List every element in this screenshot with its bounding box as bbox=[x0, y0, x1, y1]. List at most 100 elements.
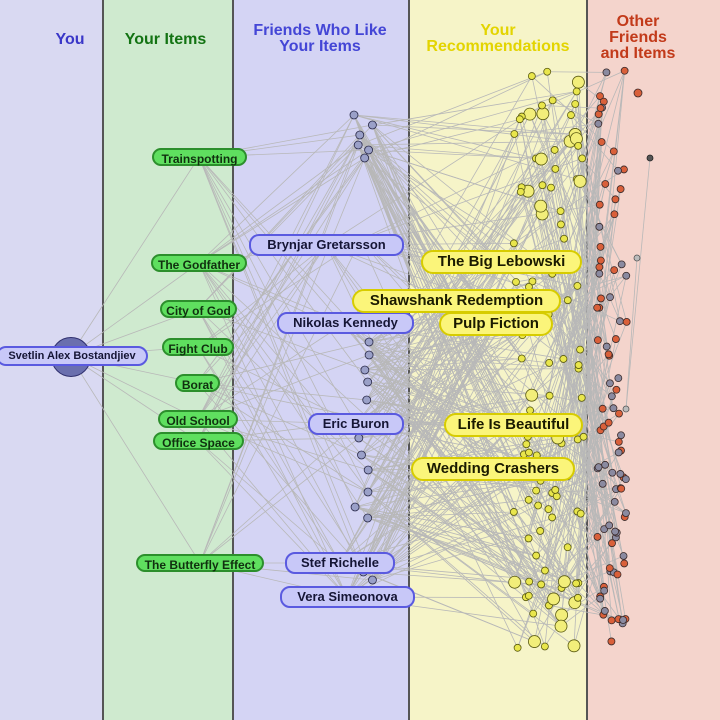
other-node-dot[interactable] bbox=[608, 539, 616, 548]
recommendation-dot[interactable] bbox=[543, 67, 552, 76]
recommendation-dot[interactable] bbox=[560, 234, 568, 243]
friend-avatar-node[interactable] bbox=[349, 110, 359, 120]
friend-avatar-node[interactable] bbox=[350, 502, 360, 512]
recommendation-dot[interactable] bbox=[516, 187, 525, 196]
other-node-dot[interactable] bbox=[617, 260, 626, 269]
friend-avatar-node[interactable] bbox=[363, 377, 373, 387]
other-node-dot[interactable] bbox=[596, 92, 604, 100]
recommendation-dot[interactable] bbox=[540, 642, 549, 651]
recommendation-node[interactable]: Pulp Fiction bbox=[439, 312, 553, 336]
friend-avatar-node[interactable] bbox=[364, 337, 374, 347]
recommendation-dot[interactable] bbox=[550, 146, 559, 154]
friend-avatar-node[interactable] bbox=[364, 350, 374, 360]
recommendation-dot[interactable] bbox=[534, 501, 542, 510]
recommendation-dot[interactable] bbox=[508, 575, 522, 589]
other-node-dot[interactable] bbox=[593, 303, 602, 312]
other-node-dot[interactable] bbox=[617, 431, 625, 440]
recommendation-dot[interactable] bbox=[537, 580, 546, 589]
other-node-dot[interactable] bbox=[606, 293, 614, 302]
other-node-dot[interactable] bbox=[620, 66, 629, 75]
recommendation-dot[interactable] bbox=[551, 165, 560, 173]
other-node-dot[interactable] bbox=[615, 409, 623, 418]
recommendation-dot[interactable] bbox=[573, 174, 587, 188]
other-node-dot[interactable] bbox=[614, 437, 623, 446]
other-node-dot[interactable] bbox=[595, 263, 604, 271]
other-node-dot[interactable] bbox=[607, 392, 616, 401]
other-node-dot[interactable] bbox=[622, 509, 630, 518]
recommendation-dot[interactable] bbox=[551, 486, 560, 494]
recommendation-dot[interactable] bbox=[532, 551, 541, 560]
friend-node[interactable]: Nikolas Kennedy bbox=[277, 312, 414, 334]
other-node-dot[interactable] bbox=[596, 243, 605, 251]
recommendation-dot[interactable] bbox=[534, 199, 548, 213]
other-node-dot[interactable] bbox=[601, 460, 610, 469]
recommendation-dot[interactable] bbox=[524, 534, 533, 543]
other-node-dot[interactable] bbox=[595, 269, 604, 278]
friend-avatar-node[interactable] bbox=[360, 153, 370, 163]
recommendation-dot[interactable] bbox=[524, 591, 533, 600]
item-node[interactable]: Trainspotting bbox=[152, 148, 247, 166]
recommendation-dot[interactable] bbox=[574, 361, 583, 369]
other-node-dot[interactable] bbox=[616, 185, 625, 193]
recommendation-dot[interactable] bbox=[578, 154, 587, 163]
friend-avatar-node[interactable] bbox=[355, 130, 365, 140]
recommendation-dot[interactable] bbox=[538, 181, 547, 190]
item-node[interactable]: Office Space bbox=[153, 432, 244, 450]
recommendation-dot[interactable] bbox=[563, 296, 572, 305]
recommendation-dot[interactable] bbox=[532, 486, 541, 495]
friend-avatar-node[interactable] bbox=[364, 145, 373, 155]
other-node-dot[interactable] bbox=[594, 463, 603, 472]
other-node-dot[interactable] bbox=[622, 317, 631, 326]
friend-node[interactable]: Eric Buron bbox=[308, 413, 404, 435]
recommendation-dot[interactable] bbox=[525, 388, 539, 402]
friend-avatar-node[interactable] bbox=[357, 450, 366, 460]
recommendation-dot[interactable] bbox=[528, 635, 541, 648]
recommendation-dot[interactable] bbox=[559, 355, 568, 363]
other-node-dot[interactable] bbox=[614, 166, 622, 175]
other-node-dot[interactable] bbox=[614, 448, 623, 457]
item-node[interactable]: City of God bbox=[160, 300, 237, 318]
recommendation-dot[interactable] bbox=[524, 495, 533, 504]
recommendation-dot[interactable] bbox=[529, 609, 538, 618]
recommendation-dot[interactable] bbox=[512, 278, 520, 286]
recommendation-dot[interactable] bbox=[573, 282, 582, 290]
other-node-dot[interactable] bbox=[622, 405, 630, 413]
recommendation-dot[interactable] bbox=[552, 492, 561, 501]
recommendation-dot[interactable] bbox=[548, 513, 557, 522]
other-node-dot[interactable] bbox=[600, 586, 609, 595]
other-node-dot[interactable] bbox=[620, 559, 629, 568]
other-node-dot[interactable] bbox=[606, 379, 614, 388]
friend-node[interactable]: Vera Simeonova bbox=[280, 586, 415, 608]
recommendation-dot[interactable] bbox=[579, 432, 588, 441]
recommendation-dot[interactable] bbox=[554, 619, 568, 633]
other-node-dot[interactable] bbox=[609, 147, 618, 156]
friend-avatar-node[interactable] bbox=[368, 120, 377, 130]
friend-avatar-node[interactable] bbox=[363, 487, 373, 497]
recommendation-node[interactable]: The Big Lebowski bbox=[421, 250, 582, 274]
friend-avatar-node[interactable] bbox=[363, 465, 373, 475]
other-node-dot[interactable] bbox=[600, 607, 609, 615]
other-node-dot[interactable] bbox=[602, 68, 611, 77]
recommendation-node[interactable]: Shawshank Redemption bbox=[352, 289, 561, 313]
other-node-dot[interactable] bbox=[607, 616, 616, 625]
recommendation-dot[interactable] bbox=[509, 239, 518, 248]
recommendation-dot[interactable] bbox=[525, 448, 533, 457]
other-node-dot[interactable] bbox=[596, 256, 605, 265]
other-node-dot[interactable] bbox=[604, 350, 613, 359]
other-node-dot[interactable] bbox=[593, 532, 602, 541]
other-node-dot[interactable] bbox=[593, 336, 602, 345]
recommendation-dot[interactable] bbox=[557, 220, 565, 229]
friend-avatar-node[interactable] bbox=[354, 433, 364, 443]
recommendation-dot[interactable] bbox=[545, 391, 554, 400]
recommendation-dot[interactable] bbox=[563, 543, 572, 552]
other-node-dot[interactable] bbox=[598, 479, 607, 488]
other-node-dot[interactable] bbox=[646, 154, 654, 162]
recommendation-dot[interactable] bbox=[522, 440, 531, 449]
recommendation-node[interactable]: Life Is Beautiful bbox=[444, 413, 583, 437]
recommendation-dot[interactable] bbox=[517, 354, 526, 363]
recommendation-dot[interactable] bbox=[538, 101, 546, 110]
recommendation-dot[interactable] bbox=[576, 509, 585, 518]
other-node-dot[interactable] bbox=[594, 119, 603, 128]
recommendation-dot[interactable] bbox=[536, 527, 545, 535]
recommendation-dot[interactable] bbox=[544, 505, 553, 514]
